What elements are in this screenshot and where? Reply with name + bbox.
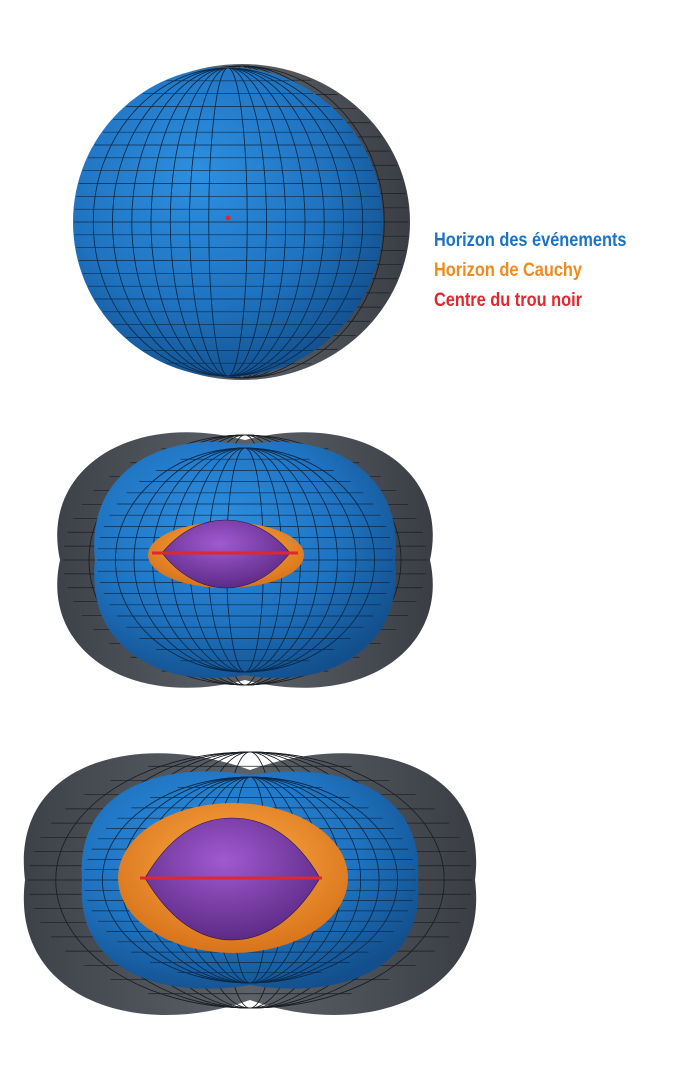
legend-cauchy-horizon: Horizon de Cauchy <box>434 260 582 281</box>
legend-center: Centre du trou noir <box>434 290 582 311</box>
legend: Horizon des événements Horizon de Cauchy… <box>434 226 694 316</box>
center-point <box>225 215 231 221</box>
mesh-line <box>88 434 402 686</box>
figure-rotation-moderate <box>57 432 433 688</box>
figure-rotation-fast <box>23 751 477 1015</box>
mesh-line <box>92 67 364 377</box>
event-horizon-grid <box>74 67 382 377</box>
legend-event-horizon: Horizon des événements <box>434 230 627 251</box>
mesh-line <box>115 447 375 673</box>
figure-sphere <box>73 64 410 380</box>
mesh-line <box>55 751 445 1009</box>
mesh-line <box>102 776 398 984</box>
